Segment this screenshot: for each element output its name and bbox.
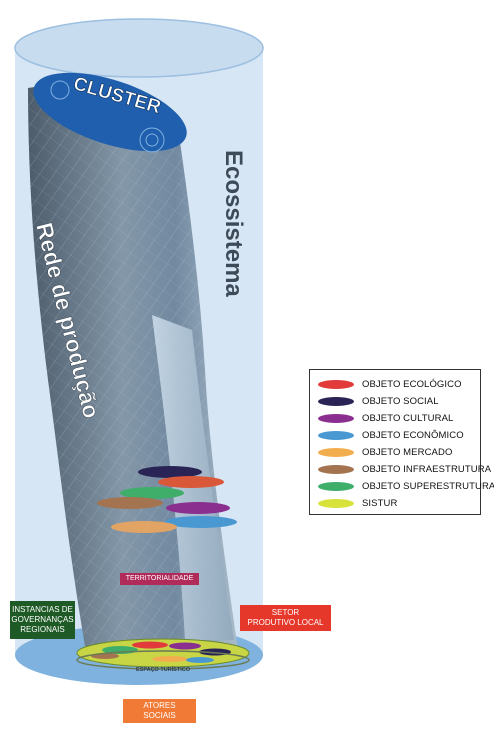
legend-swatch [318, 499, 354, 508]
object-disc-ecologico [158, 476, 224, 488]
legend-item-cultural: OBJETO CULTURAL [318, 410, 474, 427]
legend-label: OBJETO SOCIAL [362, 396, 439, 407]
ecossistema-label: Ecossistema [220, 150, 247, 297]
legend-label: OBJETO SUPERESTRUTURA [362, 481, 494, 492]
legend-label: SISTUR [362, 498, 398, 509]
legend-swatch [318, 482, 354, 491]
legend-swatch [318, 448, 354, 457]
legend: OBJETO ECOLÓGICO OBJETO SOCIAL OBJETO CU… [309, 369, 494, 515]
legend-item-mercado: OBJETO MERCADO [318, 444, 474, 461]
setor-produtivo-local-tag: SETOR PRODUTIVO LOCAL [240, 605, 331, 631]
atores-sociais-tag: ATORES SOCIAIS [123, 699, 196, 723]
legend-label: OBJETO ECOLÓGICO [362, 379, 462, 390]
legend-item-superestrutura: OBJETO SUPERESTRUTURA [318, 478, 494, 495]
territorialidade-tag: TERRITORIALIDADE [120, 573, 199, 585]
object-disc-mercado [111, 521, 177, 533]
legend-item-sistur: SISTUR [318, 495, 474, 512]
legend-label: OBJETO MERCADO [362, 447, 453, 458]
legend-swatch [318, 465, 354, 474]
object-disc-economico [165, 516, 237, 528]
legend-label: OBJETO CULTURAL [362, 413, 454, 424]
espaco-turistico-disc [76, 638, 250, 670]
object-disc-superestrutura [120, 487, 184, 499]
legend-swatch [318, 397, 354, 406]
legend-item-infraestrutura: OBJETO INFRAESTRUTURA [318, 461, 491, 478]
legend-label: OBJETO INFRAESTRUTURA [362, 464, 492, 475]
governancas-regionais-tag: INSTANCIAS DE GOVERNANÇAS REGIONAIS [10, 601, 75, 639]
object-disc-cultural [166, 502, 230, 514]
cluster-disc [33, 72, 187, 153]
ecosystem-cylinder-top [14, 18, 264, 78]
legend-label: OBJETO ECONÔMICO [362, 430, 464, 441]
object-disc-social [138, 466, 202, 478]
legend-item-social: OBJETO SOCIAL [318, 393, 474, 410]
object-disc-infraestrutura [97, 497, 163, 509]
legend-swatch [318, 414, 354, 423]
legend-swatch [318, 431, 354, 440]
espaco-turistico-label: ESPAÇO TURÍSTICO [136, 665, 191, 673]
legend-swatch [318, 380, 354, 389]
legend-item-economico: OBJETO ECONÔMICO [318, 427, 474, 444]
legend-item-ecologico: OBJETO ECOLÓGICO [318, 376, 474, 393]
